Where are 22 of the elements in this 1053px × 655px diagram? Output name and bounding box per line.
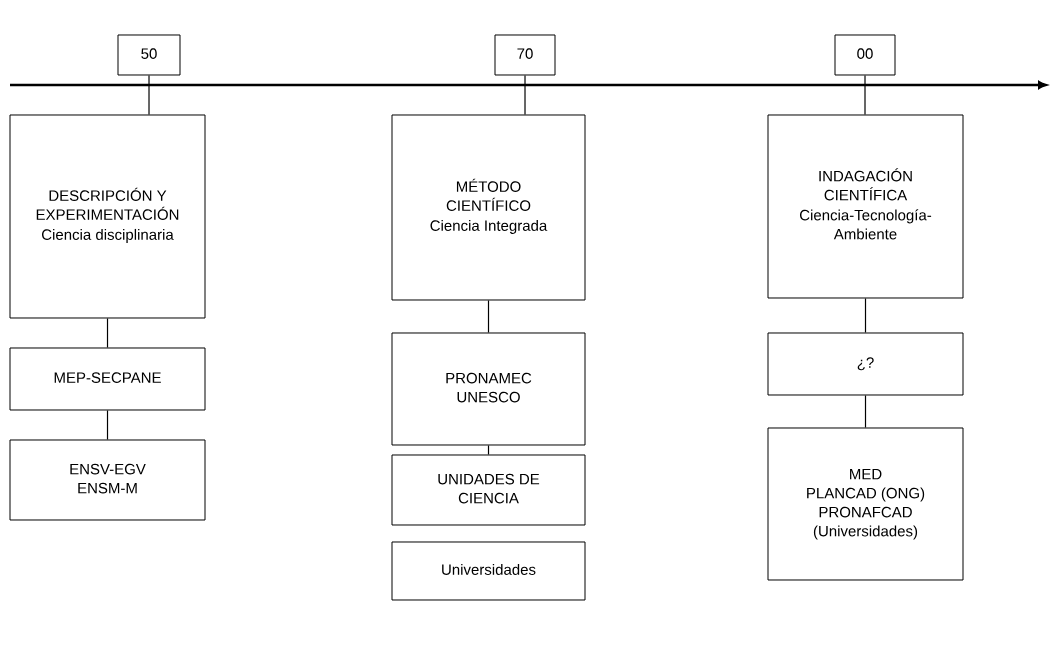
program-box: PRONAMEC UNESCO [391,332,586,446]
period-box: MÉTODO CIENTÍFICO Ciencia Integrada [391,114,586,301]
period-box: DESCRIPCIÓN Y EXPERIMENTACIÓN Ciencia disciplinaria [9,114,206,319]
connector-line [106,317,109,349]
year-box: 00 [834,34,896,76]
connector-line [864,74,866,116]
institution-box: UNIDADES DE CIENCIA [391,454,586,526]
connector-line [487,299,490,334]
period-box: INDAGACIÓN CIENTÍFICA Ciencia-Tecnología-Ambiente [767,114,964,299]
program-box: MEP-SECPANE [9,347,206,411]
connector-line [487,444,490,456]
institution-box: ENSV-EGV ENSM-M [9,439,206,521]
connector-line [524,74,526,116]
institution-box: MED PLANCAD (ONG) PRONAFCAD (Universidades) [767,427,964,581]
connector-line [864,297,867,334]
connector-line [864,394,867,429]
connector-line [148,74,150,116]
year-box: 50 [117,34,181,76]
institution-box: Universidades [391,541,586,601]
connector-line [106,409,109,441]
year-box: 70 [494,34,556,76]
program-box: ¿? [767,332,964,396]
